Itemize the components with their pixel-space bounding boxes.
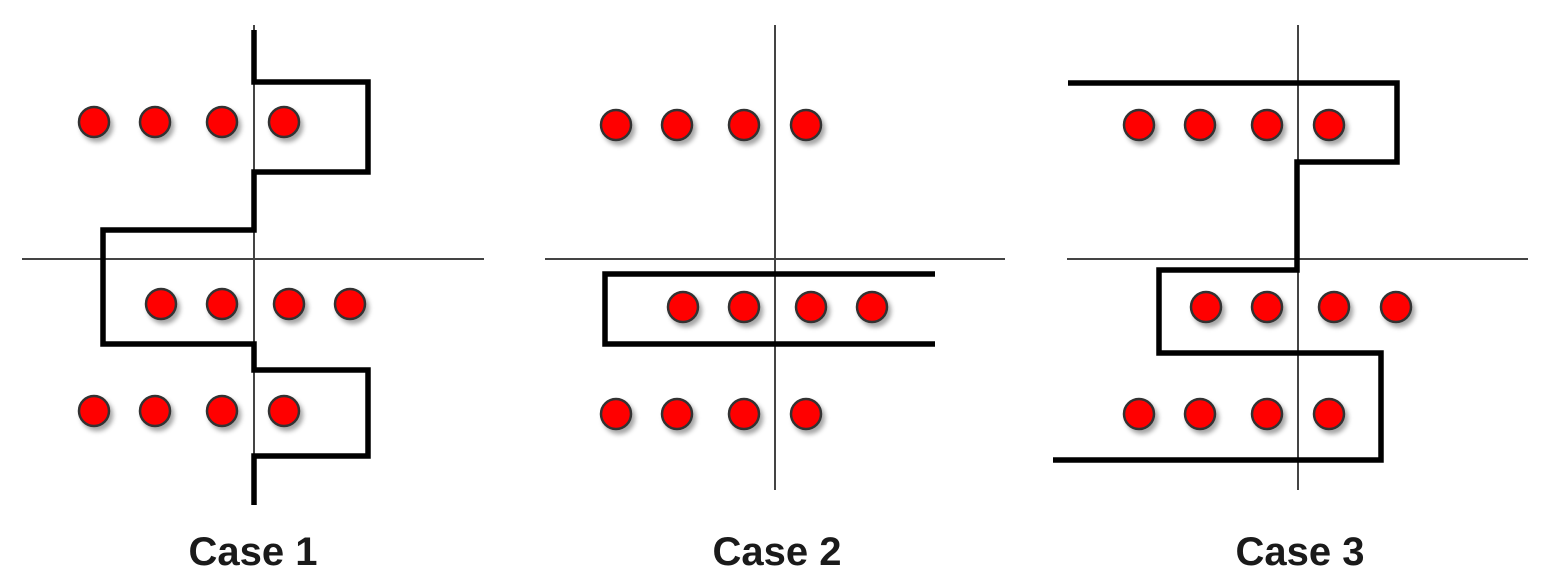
case-3-row-3-dot-1 (1122, 397, 1156, 431)
case-2-panel (545, 25, 1005, 490)
case-2-row-3-dot-3 (727, 397, 761, 431)
case-3-row-1-dot-1 (1122, 108, 1156, 142)
case-2-row-1-dot-3 (727, 108, 761, 142)
case-1-row-2-dot-2 (205, 287, 239, 321)
case-2-row-1-dot-2 (660, 108, 694, 142)
case-1-row-1-dot-1 (77, 105, 111, 139)
case-2-row-2-dot-1 (666, 290, 700, 324)
case-2-row-3-dot-4 (789, 397, 823, 431)
case-3-row-3-dot-3 (1250, 397, 1284, 431)
case-3-row-2-dot-1 (1189, 290, 1223, 324)
case-1-row-3-dot-4 (267, 394, 301, 428)
case-3-row-3-dot-4 (1312, 397, 1346, 431)
case-2-boundary (602, 271, 935, 347)
case-2-row-2-dot-3 (794, 290, 828, 324)
case-2-row-3-dot-2 (660, 397, 694, 431)
case-3-panel (1053, 25, 1528, 490)
case-1-row-2-dot-4 (333, 287, 367, 321)
case-3-row-2-dot-2 (1250, 290, 1284, 324)
case-1-dots (77, 105, 367, 428)
case-1-row-3-dot-2 (138, 394, 172, 428)
case-3-row-3-dot-2 (1183, 397, 1217, 431)
case-2-row-2-dot-2 (727, 290, 761, 324)
case-1-label: Case 1 (188, 530, 318, 574)
case-3-label: Case 3 (1235, 530, 1365, 574)
case-2-row-1-dot-4 (789, 108, 823, 142)
case-1-row-2-dot-1 (144, 287, 178, 321)
case-1-boundary (100, 30, 371, 505)
case-2-dots (599, 108, 889, 431)
case-2-label: Case 2 (712, 530, 842, 574)
case-1-row-3-dot-1 (77, 394, 111, 428)
case-1-row-3-dot-3 (205, 394, 239, 428)
case-1-row-2-dot-3 (272, 287, 306, 321)
case-3-row-2-dot-3 (1317, 290, 1351, 324)
case-3-dots (1122, 108, 1413, 431)
case-1-row-1-dot-4 (267, 105, 301, 139)
case-3-row-1-dot-4 (1312, 108, 1346, 142)
case-1-row-1-dot-2 (138, 105, 172, 139)
case-2-row-1-dot-1 (599, 108, 633, 142)
case-3-row-1-dot-2 (1183, 108, 1217, 142)
case-2-row-2-dot-4 (855, 290, 889, 324)
case-3-row-2-dot-4 (1379, 290, 1413, 324)
case-3-boundary (1053, 80, 1400, 463)
case-1-panel (22, 25, 484, 505)
case-3-row-1-dot-3 (1250, 108, 1284, 142)
case-2-row-3-dot-1 (599, 397, 633, 431)
case-1-row-1-dot-3 (205, 105, 239, 139)
